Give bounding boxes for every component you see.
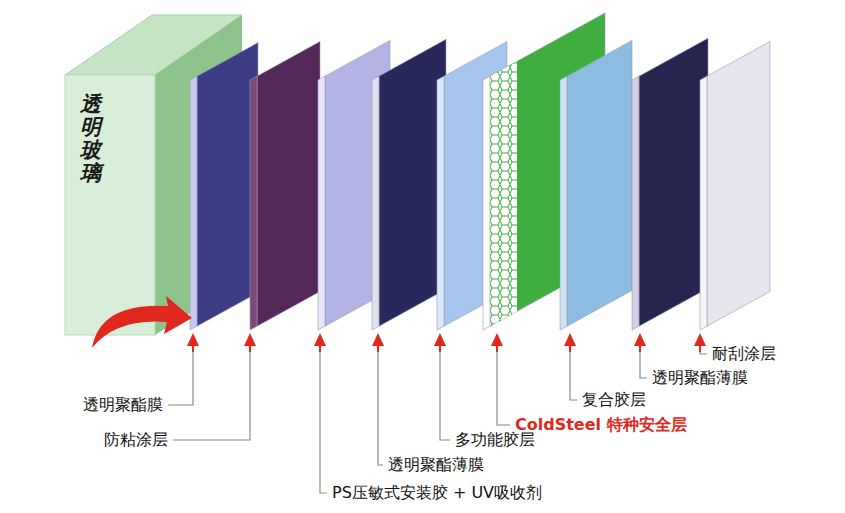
layer-edge [437, 76, 444, 330]
layer-callout: 耐刮涂层 [712, 344, 776, 364]
leader-line [378, 350, 383, 465]
layer-edge [700, 76, 707, 330]
layer-edge [632, 76, 639, 330]
leader-line [168, 350, 193, 405]
layer-edge [250, 76, 257, 330]
layer-edge [190, 76, 197, 330]
layer-face [639, 38, 708, 326]
leader-lines [168, 333, 707, 493]
layer-edge [318, 76, 325, 330]
curved-arrow [92, 296, 192, 348]
leader-line [173, 350, 250, 440]
layer-pattern [490, 61, 517, 326]
layer-face [257, 42, 320, 327]
leader-line [640, 350, 647, 378]
leader-line [700, 350, 707, 354]
arrow-head [187, 333, 199, 346]
leader-line [570, 350, 577, 400]
glass-front [65, 75, 155, 335]
layer-face [379, 39, 446, 326]
film-layers [190, 13, 770, 330]
layer-edge [372, 76, 379, 330]
layer-face [197, 43, 258, 327]
film-layer [190, 43, 258, 330]
film-layer [632, 38, 708, 330]
layer-callout: 透明聚酯膜 [83, 395, 163, 415]
arrow-head [314, 333, 326, 346]
leader-line [320, 350, 327, 493]
layer-face [707, 42, 770, 327]
film-layer [250, 42, 320, 331]
layer-callout: PS压敏式安装胶 + UV吸收剂 [332, 483, 542, 503]
arrow-head [694, 333, 706, 346]
film-layer [560, 40, 632, 330]
arrow-head [434, 333, 446, 346]
arrow-head [634, 333, 646, 346]
arrow-head [244, 333, 256, 346]
glass-label: 透明玻璃 [80, 92, 101, 184]
layer-callout: 复合胶层 [582, 390, 646, 410]
layer-edge [560, 76, 567, 330]
film-layer [372, 39, 446, 330]
layer-callout: 防粘涂层 [104, 430, 168, 450]
arrow-head [491, 333, 503, 346]
layer-edge [483, 76, 490, 330]
film-layer [318, 40, 390, 330]
film-layer [700, 42, 770, 331]
layer-callout: ColdSteel 特种安全层 [515, 415, 687, 435]
layer-face [567, 40, 632, 326]
arrow-head [564, 333, 576, 346]
layer-callout: 透明聚酯薄膜 [388, 455, 484, 475]
leader-line [497, 350, 510, 425]
glass-block-node: 透明玻璃 [80, 92, 101, 184]
leader-line [440, 350, 450, 440]
layer-callout: 透明聚酯薄膜 [652, 368, 748, 388]
arrow-head [372, 333, 384, 346]
